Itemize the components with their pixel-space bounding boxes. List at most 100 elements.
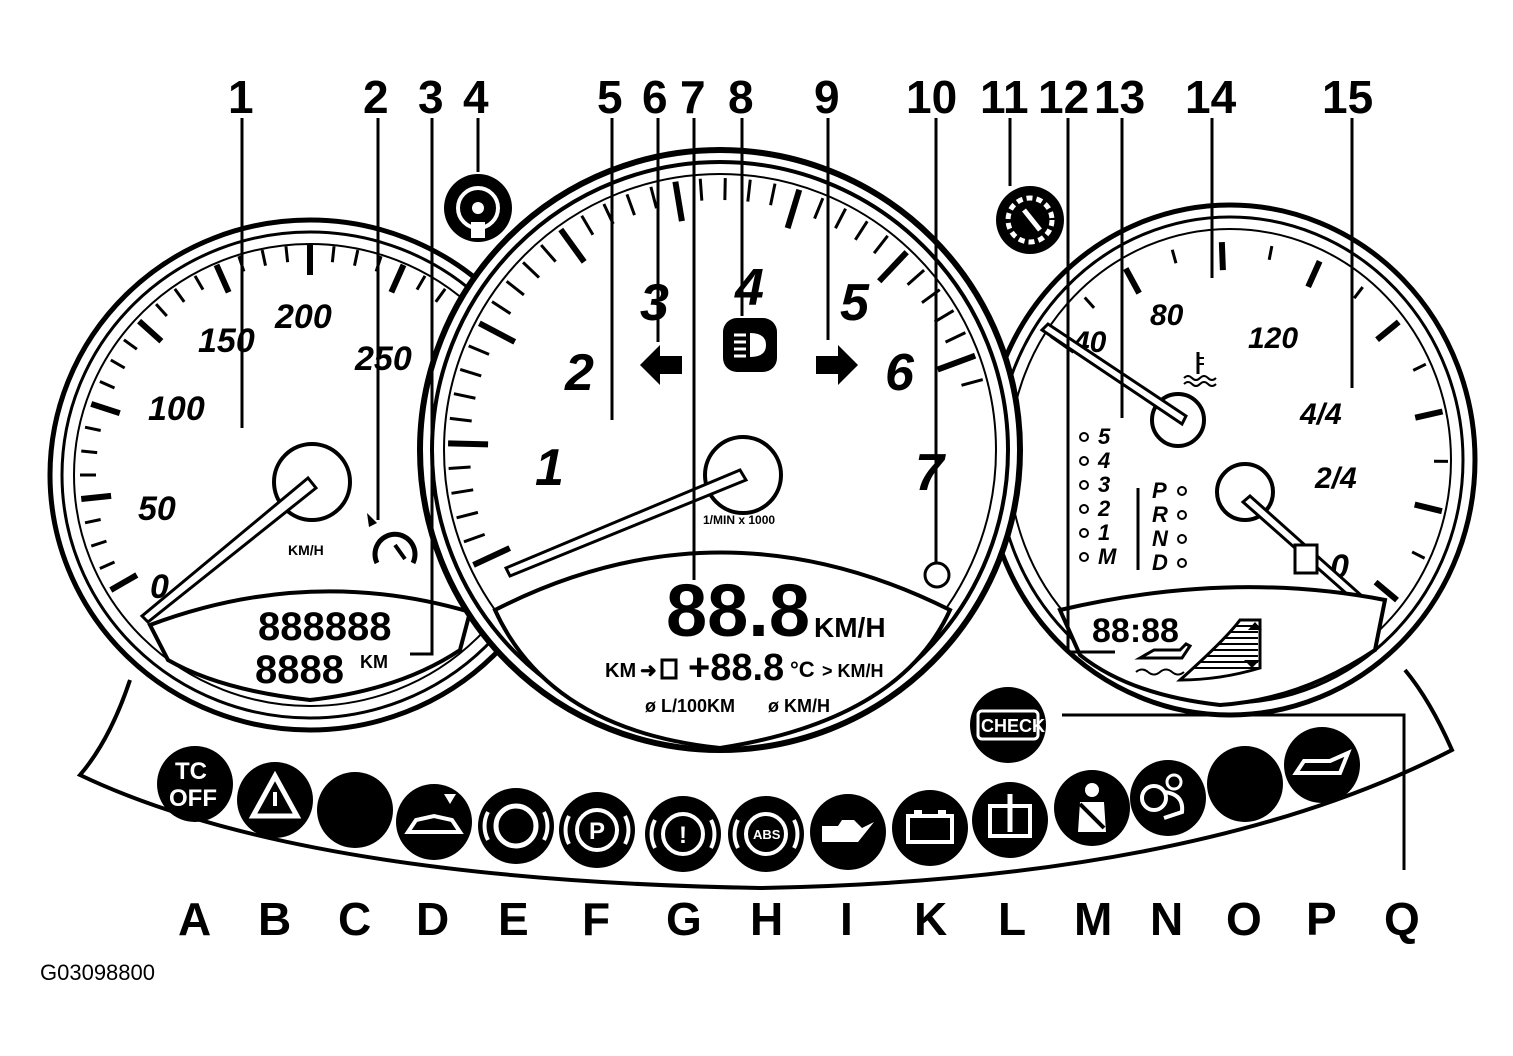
tc-off-icon: TC OFF (157, 746, 233, 822)
speedo-tick (90, 401, 121, 417)
gear-right-dot (1177, 558, 1187, 568)
speedo-tick (137, 318, 164, 344)
letter-F: F (582, 893, 610, 945)
gear-left-dot (1079, 528, 1089, 538)
speedo-tick (154, 303, 168, 317)
gear-right-label: P (1152, 478, 1167, 503)
info-km-label: KM (605, 660, 636, 682)
tach-tick (769, 183, 777, 206)
tach-tick (944, 331, 967, 344)
tach-tick (451, 488, 474, 495)
info-arrow: ➜ (640, 660, 657, 682)
right-gauge-tick (1170, 249, 1178, 264)
gear-right-label: R (1152, 502, 1168, 527)
right-gauge-tick (1123, 267, 1142, 295)
tach-tick (672, 181, 685, 222)
tach-tick (491, 300, 512, 315)
tach-tick (936, 352, 977, 373)
right-gauge-tick (1412, 362, 1427, 372)
tach-label-3: 3 (640, 274, 669, 332)
tach-label-1: 1 (535, 439, 564, 497)
fuel-range-icon (660, 658, 678, 680)
callout-1: 1 (228, 71, 254, 123)
speedo-tick (260, 249, 267, 266)
fuel-label-half: 2/4 (1314, 462, 1357, 495)
tach-tick (834, 208, 847, 229)
convertible-roof-icon (396, 784, 472, 860)
temp-needle (1039, 322, 1188, 427)
speedo-needle (139, 475, 319, 625)
shift-indicator-light (923, 561, 951, 589)
tach-needle (503, 468, 749, 578)
callout-10: 10 (906, 71, 957, 123)
letter-D: D (416, 893, 449, 945)
callout-13: 13 (1094, 71, 1145, 123)
seat-belt-icon (1054, 770, 1130, 846)
brake-pressure-icon (444, 174, 512, 242)
gear-right-dot (1177, 510, 1187, 520)
tach-tick (468, 344, 490, 356)
cruise-control-icon (367, 513, 418, 565)
right-gauge-tick (1414, 408, 1444, 421)
callout-15: 15 (1322, 71, 1373, 123)
callout-5: 5 (597, 71, 623, 123)
battery-icon (892, 790, 968, 866)
display-speed-unit: KM/H (814, 612, 886, 643)
tach-tick (649, 186, 658, 209)
gear-right-label: D (1152, 550, 1168, 575)
tach-tick (872, 234, 889, 255)
fuel-pump-symbol (1293, 543, 1319, 575)
tach-tick (877, 250, 909, 284)
gear-right-dot (1177, 486, 1187, 496)
coolant-icon (972, 782, 1048, 858)
gear-left-dot (1079, 552, 1089, 562)
speedo-tick (415, 275, 427, 291)
callout-12: 12 (1038, 71, 1089, 123)
blank-lamp-2-icon (1207, 746, 1283, 822)
info-celsius: °C (790, 657, 815, 682)
tach-unit: 1/MIN x 1000 (703, 513, 775, 527)
temp-label-120: 120 (1248, 322, 1298, 355)
tach-tick (449, 416, 472, 423)
tach-tick (463, 532, 486, 544)
letter-M: M (1074, 893, 1112, 945)
gear-right-label: N (1152, 526, 1169, 551)
letter-Q: Q (1384, 893, 1420, 945)
tach-tick (906, 269, 926, 286)
oil-level-scale (1176, 618, 1262, 682)
fuel-label-full: 4/4 (1299, 398, 1342, 431)
right-gauge-tick (1373, 579, 1399, 603)
speedo-tick (284, 246, 290, 263)
callout-4: 4 (463, 71, 489, 123)
display-speed-value: 88.8 (666, 569, 810, 652)
letter-G: G (666, 893, 702, 945)
callout-9: 9 (814, 71, 840, 123)
speedo-tick (193, 275, 205, 291)
callout-7: 7 (680, 71, 706, 123)
oil-level-symbol (1134, 642, 1193, 676)
speedo-tick (330, 246, 336, 263)
high-beam-icon (723, 318, 777, 372)
callout-11: 11 (980, 71, 1029, 123)
service-interval-icon (996, 186, 1064, 254)
tach-label-7: 7 (915, 444, 946, 502)
tach-tick (540, 244, 557, 263)
speedo-label-150: 150 (198, 322, 255, 360)
tach-tick (448, 465, 471, 470)
brake-pad-icon (478, 788, 554, 864)
callout-3: 3 (418, 71, 444, 123)
airbag-icon (1130, 760, 1206, 836)
tach-tick (558, 227, 587, 264)
tach-tick (472, 545, 512, 568)
svg-text:!: ! (679, 822, 687, 849)
tach-tick (477, 320, 517, 345)
parking-brake-icon: P (559, 792, 635, 868)
right-gauge-tick (1218, 242, 1226, 271)
tach-tick (522, 261, 541, 279)
speedo-label-250: 250 (354, 340, 412, 378)
coolant-temp-symbol (1183, 352, 1217, 387)
trip-unit: KM (360, 652, 388, 672)
